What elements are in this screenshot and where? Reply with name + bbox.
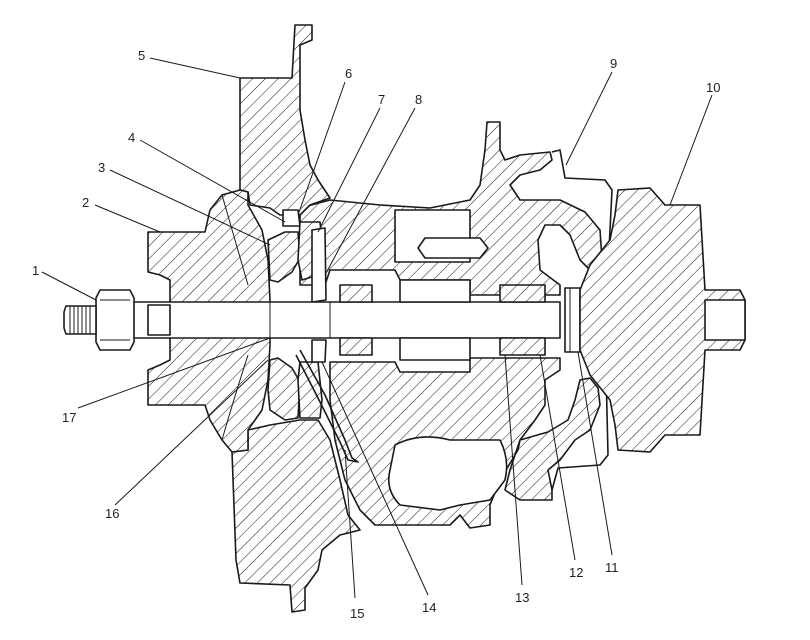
label-13: 13 [515,590,529,605]
shaft-threads [69,306,91,334]
turbine-blade-line-lower [617,449,651,453]
center-housing-upper [299,121,603,296]
oil-drain-cavity [387,436,508,511]
thrust-plate [267,231,301,283]
bearing-cavity-upper [399,279,471,303]
leader-14 [321,361,429,596]
label-17: 17 [62,410,76,425]
turbine-blade-line-upper [617,187,651,191]
leader-11 [577,351,613,556]
leader-2 [94,204,161,233]
journal-bearing-comp-side-upper [339,284,373,303]
label-2: 2 [82,195,89,210]
label-16: 16 [105,506,119,521]
label-15: 15 [350,606,364,621]
oil-gallery-upper [417,237,489,259]
thrust-bearing-upper [311,227,327,303]
oil-deflector [295,349,359,463]
label-6: 6 [345,66,352,81]
leader-15 [344,449,356,599]
compressor-housing-flange [239,24,331,216]
thrust-bearing-lower [311,339,327,363]
label-7: 7 [378,92,385,107]
compressor-housing-flange-lower [231,419,361,613]
insert-lower [297,361,323,419]
label-5: 5 [138,48,145,63]
label-10: 10 [706,80,720,95]
thrust-plate-lower [267,357,301,421]
leader-6 [297,81,346,216]
leader-9 [565,71,613,166]
label-3: 3 [98,160,105,175]
compressor-blade-line-lower [221,354,249,441]
label-14: 14 [422,600,436,615]
label-11: 11 [605,560,619,575]
label-4: 4 [128,130,135,145]
leader-17 [77,337,271,409]
label-8: 8 [415,92,422,107]
label-1: 1 [32,263,39,278]
threaded-shaft-end [63,305,97,335]
leader-8 [324,107,416,276]
part-labels: 1 2 3 4 5 6 7 8 9 10 11 12 13 14 15 16 1… [32,48,720,621]
turbine-seal-ring [564,287,581,353]
journal-bearing-comp-side-lower [339,337,373,356]
leader-lines [41,57,713,599]
leader-7 [317,107,381,233]
leader-1 [41,271,97,301]
leader-3 [109,169,271,246]
compressor-hub-bore [147,304,171,336]
leader-10 [669,94,713,206]
turbine-wheel-nose [704,299,746,341]
label-12: 12 [569,565,583,580]
turbine-shaft [119,301,561,339]
bearing-cavity-lower [399,337,471,361]
label-9: 9 [610,56,617,71]
journal-bearing-turb-side-lower [499,337,546,356]
seal-ring-upper [282,209,301,227]
compressor-blade-line-upper [221,194,249,286]
leader-13 [504,354,523,586]
leader-12 [539,354,576,561]
leader-4 [139,139,286,223]
leader-5 [149,57,241,79]
journal-bearing-turb-side-upper [499,284,546,303]
compressor-nut [95,289,135,351]
leader-16 [114,359,269,506]
